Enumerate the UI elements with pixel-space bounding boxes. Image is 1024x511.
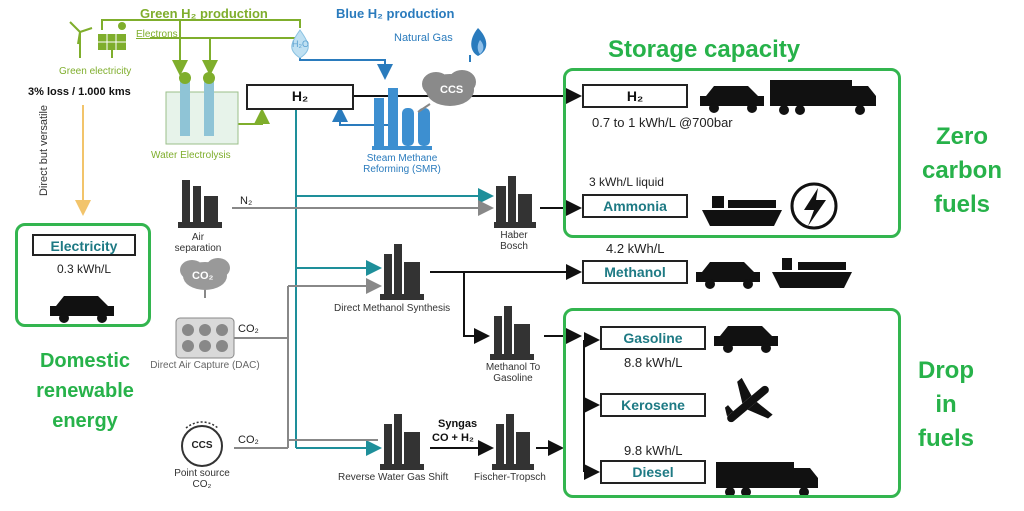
electrolysis-icon [165, 72, 239, 145]
dropin-frame [563, 308, 901, 498]
filter-icon [175, 317, 235, 359]
dac-label: Direct Air Capture (DAC) [150, 360, 260, 371]
methanol-density: 4.2 kWh/L [606, 241, 665, 256]
dropin-title: Drop in fuels [917, 357, 974, 452]
car-icon [700, 86, 764, 113]
natural-gas-label: Natural Gas [394, 32, 453, 44]
ammonia-box: Ammonia [582, 194, 688, 218]
mtg-factory-icon [490, 306, 534, 360]
blue-h2-production-label: Blue H₂ production [336, 6, 455, 21]
mtg-label: Methanol To Gasoline [485, 362, 541, 384]
truck-icon [716, 462, 818, 497]
truck-icon [770, 80, 876, 115]
wind-turbine-icon [69, 21, 93, 58]
gas-flame-icon [471, 28, 487, 56]
air-separation-factory-icon [178, 180, 222, 228]
point-source-icon [181, 421, 223, 467]
syngas-formula-label: CO + H₂ [432, 432, 474, 444]
electricity-box: Electricity [32, 234, 136, 256]
ship-icon [772, 258, 852, 288]
car-icon [50, 296, 114, 323]
car-icon [714, 326, 778, 353]
solar-panel-icon [98, 22, 126, 58]
electrons-label: Electrons [136, 29, 178, 40]
n2-label: N₂ [240, 195, 253, 207]
h2-density: 0.7 to 1 kWh/L @700bar [592, 115, 733, 130]
direct-methanol-label: Direct Methanol Synthesis [334, 303, 451, 314]
diesel-density: 9.8 kWh/L [624, 443, 683, 458]
domestic-renewable-title: Domestic renewable energy [36, 350, 134, 432]
green-electricity-label: Green electricity [59, 66, 132, 77]
loss-label: 3% loss / 1.000 kms [28, 86, 131, 98]
rwgs-factory-icon [380, 414, 424, 470]
storage-frame [563, 68, 901, 238]
haber-bosch-label: Haber Bosch [500, 230, 528, 252]
fischer-tropsch-label: Fischer-Tropsch [474, 472, 546, 483]
lightning-icon [790, 182, 838, 230]
rwgs-label: Reverse Water Gas Shift [338, 472, 449, 483]
ship-icon [702, 196, 782, 226]
water-drop-icon [291, 29, 309, 59]
co2-dac-label: CO₂ [238, 323, 259, 335]
direct-but-versatile-label: Direct but versatile [37, 104, 50, 197]
h2-storage-box: H₂ [582, 84, 688, 108]
co2-cloud-label: CO₂ [192, 270, 214, 282]
smr-icon [372, 88, 432, 150]
ccs-cloud-icon [417, 70, 476, 113]
h2o-label: H₂O [292, 39, 309, 49]
ccs-top-label: CCS [440, 84, 464, 96]
gasoline-box: Gasoline [600, 326, 706, 350]
h2-hub-box: H₂ [246, 84, 354, 110]
diesel-box: Diesel [600, 460, 706, 484]
ammonia-density: 3 kWh/L liquid [589, 175, 664, 189]
kerosene-box: Kerosene [600, 393, 706, 417]
methanol-box: Methanol [582, 260, 688, 284]
airplane-icon [724, 377, 773, 423]
zero-carbon-title: Zero carbon fuels [921, 123, 1002, 218]
co2-cloud-icon [180, 258, 230, 290]
car-icon [696, 262, 760, 289]
syngas-label: Syngas [438, 418, 478, 430]
point-source-label: Point source CO₂ [174, 468, 230, 490]
green-h2-production-label: Green H₂ production [140, 6, 268, 21]
air-separation-label: Air separation [174, 232, 222, 254]
point-ccs-label: CCS [191, 440, 213, 451]
electricity-frame [15, 223, 151, 327]
fischer-tropsch-factory-icon [492, 414, 534, 470]
haber-bosch-factory-icon [494, 176, 536, 228]
gasoline-density: 8.8 kWh/L [624, 355, 683, 370]
direct-methanol-factory-icon [380, 244, 424, 300]
water-electrolysis-label: Water Electrolysis [151, 150, 231, 161]
electricity-density: 0.3 kWh/L [56, 262, 112, 276]
co2-point-label: CO₂ [238, 434, 259, 446]
smr-label: Steam Methane Reforming (SMR) [363, 153, 441, 175]
storage-title: Storage capacity [608, 36, 801, 63]
